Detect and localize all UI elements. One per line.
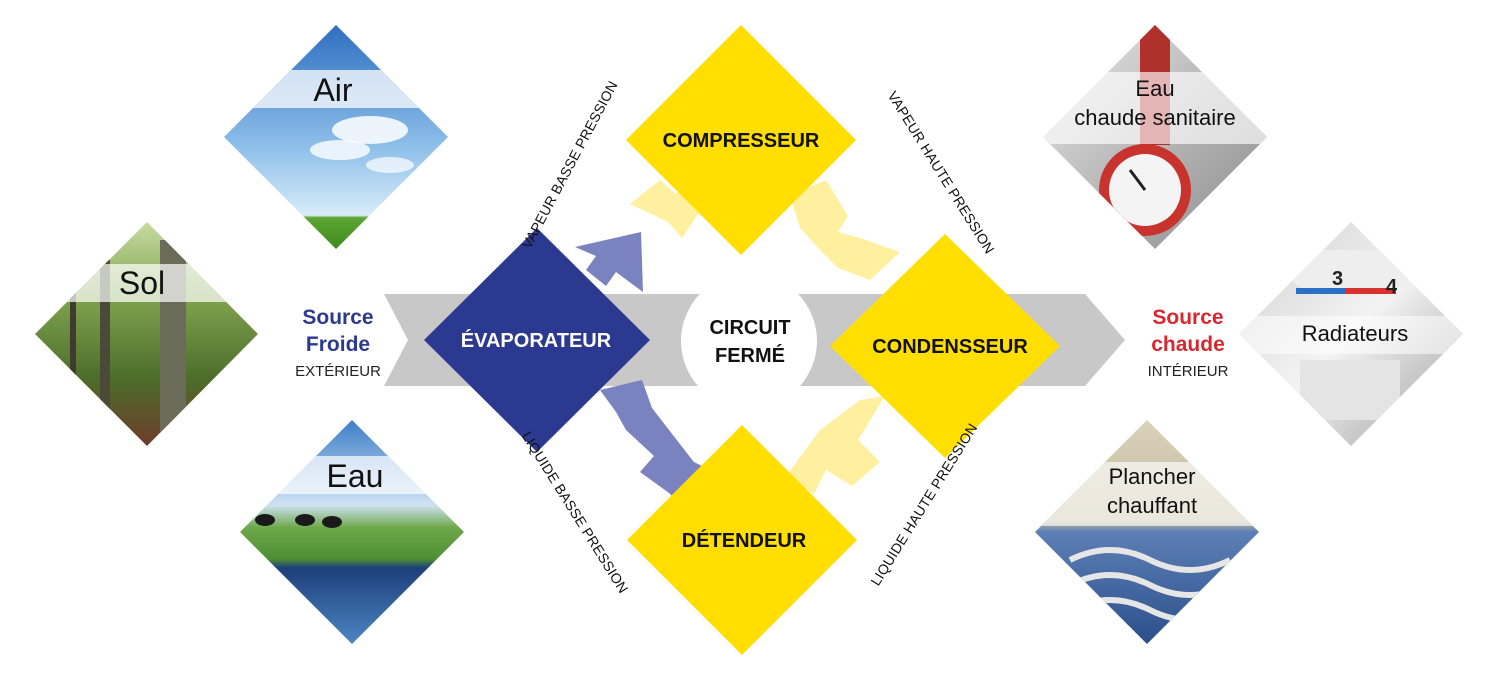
underfloor-heating-label-line2: chauffant	[1107, 493, 1197, 518]
underfloor-heating-tile	[1035, 420, 1259, 644]
condenser-label: CONDENSSEUR	[872, 336, 1028, 358]
cold-source-title-line1: Source	[302, 306, 373, 329]
condenser-diamond	[830, 234, 1060, 458]
arrow-condenser-to-expander	[786, 396, 885, 494]
domestic-hot-water-label-line2: chaude sanitaire	[1074, 105, 1235, 130]
svg-text:3: 3	[1332, 268, 1343, 290]
closed-circuit-label-line1: CIRCUIT	[709, 317, 790, 339]
compressor-label: COMPRESSEUR	[663, 130, 820, 152]
expander-label: DÉTENDEUR	[682, 529, 807, 552]
closed-circuit-circle	[681, 273, 817, 409]
evaporator-diamond	[424, 228, 650, 452]
cold-source-title-line2: Froide	[306, 333, 370, 356]
air-tile-label: Air	[313, 72, 352, 108]
svg-text:4: 4	[1386, 276, 1398, 298]
air-tile	[224, 25, 448, 249]
flow-label-high-pressure-vapor: VAPEUR HAUTE PRESSION	[885, 88, 998, 256]
hot-source-title-line1: Source	[1152, 306, 1223, 329]
cold-source-subtitle: EXTÉRIEUR	[295, 363, 381, 380]
water-tile	[240, 420, 464, 644]
compressor-diamond	[626, 25, 856, 255]
domestic-hot-water-label-line1: Eau	[1135, 76, 1174, 101]
arrow-expander-to-evap-2	[656, 454, 706, 500]
expander-diamond	[627, 425, 857, 655]
underfloor-heating-label-line1: Plancher	[1109, 464, 1196, 489]
hot-source-title-line2: chaude	[1151, 333, 1225, 356]
hot-source-subtitle: INTÉRIEUR	[1148, 363, 1229, 380]
flow-label-high-pressure-liquid: LIQUIDE HAUTE PRESSION	[867, 420, 980, 588]
radiators-tile-label: Radiateurs	[1302, 321, 1408, 346]
ground-tile	[35, 222, 258, 446]
cycle-flow-arrows	[575, 176, 900, 500]
arrow-evap-to-compressor	[575, 232, 643, 292]
ground-tile-label: Sol	[119, 265, 165, 301]
flow-label-low-pressure-vapor: VAPEUR BASSE PRESSION	[518, 78, 620, 251]
domestic-hot-water-tile	[1043, 25, 1267, 249]
water-tile-label: Eau	[327, 458, 384, 494]
closed-circuit-label-line2: FERMÉ	[715, 344, 785, 367]
flow-label-low-pressure-liquid: LIQUIDE BASSE PRESSION	[519, 429, 632, 596]
arrow-compressor-to-condenser	[790, 180, 900, 280]
evaporator-label: ÉVAPORATEUR	[461, 329, 612, 352]
